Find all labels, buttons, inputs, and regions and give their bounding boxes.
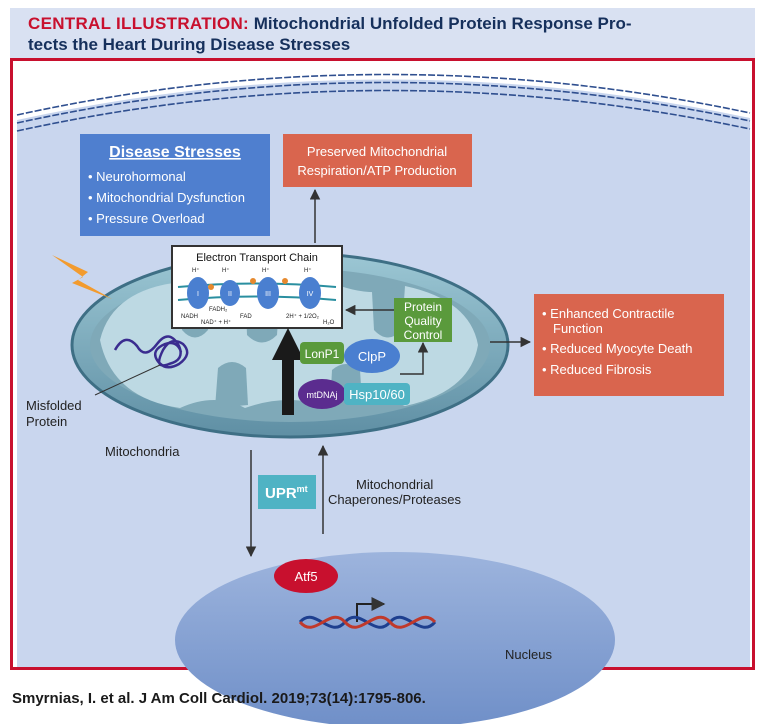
mitochondria-label: Mitochondria	[105, 444, 180, 459]
svg-text:H⁺: H⁺	[222, 267, 230, 274]
dna-helix-icon	[298, 612, 437, 632]
etc-small-labels: H⁺ H⁺ H⁺ H⁺ FADH₂ NADH NAD⁺ + H⁺ FAD 2H⁺…	[181, 267, 335, 326]
svg-text:H⁺: H⁺	[304, 267, 312, 274]
atf5-protein	[274, 559, 338, 593]
outcome-2: • Reduced Myocyte Death	[542, 341, 693, 356]
uprmt-box	[258, 475, 316, 509]
protein-qc-line-3: Control	[404, 328, 443, 342]
nucleus-label: Nucleus	[505, 647, 552, 662]
svg-text:2H⁺ + 1/2O₂: 2H⁺ + 1/2O₂	[286, 313, 320, 320]
etc-complexes	[187, 277, 321, 309]
svg-text:H⁺: H⁺	[262, 267, 270, 274]
chaperones-line-1: Mitochondrial	[356, 477, 433, 492]
cell-membrane	[16, 73, 751, 132]
arrow-to-qc	[400, 341, 429, 375]
outcomes-box	[534, 294, 724, 396]
clpp-label: ClpP	[358, 349, 386, 364]
atf5-label: Atf5	[294, 569, 317, 584]
disease-stresses-heading: Disease Stresses	[109, 144, 241, 161]
svg-text:H₂O: H₂O	[323, 320, 335, 326]
disease-bullet-1: • Neurohormonal	[88, 169, 186, 184]
protein-qc-line-1: Protein	[404, 300, 442, 314]
outcome-3: • Reduced Fibrosis	[542, 362, 652, 377]
upward-thick-arrow	[272, 328, 304, 415]
title-bar: CENTRAL ILLUSTRATION: Mitochondrial Unfo…	[10, 8, 755, 58]
title-text-1: Mitochondrial Unfolded Protein Response …	[253, 14, 632, 33]
lonp1-label: LonP1	[305, 347, 340, 361]
citation: Smyrnias, I. et al. J Am Coll Cardiol. 2…	[12, 690, 426, 707]
uprmt-label: UPRmt	[265, 484, 308, 502]
lightning-bolt-icon	[52, 255, 112, 299]
protein-qc-box	[394, 298, 452, 342]
svg-text:FAD: FAD	[240, 314, 252, 320]
disease-bullet-2: • Mitochondrial Dysfunction	[88, 190, 245, 205]
outcome-1: • Enhanced Contractile	[542, 306, 674, 321]
misfolded-leader-line	[94, 364, 161, 396]
mtdnaj-protein	[298, 379, 346, 409]
disease-stresses-box	[80, 134, 270, 236]
mtdnaj-label: mtDNAj	[307, 390, 338, 400]
misfolded-label-2: Protein	[26, 414, 67, 429]
svg-text:NADH: NADH	[181, 314, 198, 320]
complex-3-label: III	[265, 291, 271, 298]
complex-1-label: I	[197, 291, 199, 298]
protein-qc-line-2: Quality	[404, 314, 441, 328]
respiration-box	[283, 134, 472, 187]
illustration-label: CENTRAL ILLUSTRATION:	[28, 14, 249, 33]
chaperones-line-2: Chaperones/Proteases	[328, 492, 461, 507]
title-text-2: tects the Heart During Disease Stresses	[28, 35, 351, 54]
nucleus	[175, 552, 615, 724]
misfolded-protein	[113, 335, 189, 369]
outcome-1-cont: Function	[553, 321, 603, 336]
etc-title: Electron Transport Chain	[196, 252, 318, 264]
disease-bullet-3: • Pressure Overload	[88, 211, 205, 226]
respiration-line-2: Respiration/ATP Production	[297, 163, 456, 178]
complex-4-label: IV	[307, 291, 314, 298]
respiration-line-1: Preserved Mitochondrial	[307, 144, 447, 159]
complex-2-label: II	[228, 291, 232, 298]
svg-text:NAD⁺ + H⁺: NAD⁺ + H⁺	[201, 319, 231, 326]
misfolded-label-1: Misfolded	[26, 398, 82, 413]
hsp-protein	[344, 383, 410, 405]
title-line-2: tects the Heart During Disease Stresses	[28, 35, 350, 55]
lonp1-protein	[300, 342, 344, 364]
svg-text:FADH₂: FADH₂	[209, 307, 228, 313]
title-line-1: CENTRAL ILLUSTRATION: Mitochondrial Unfo…	[28, 14, 632, 34]
svg-text:H⁺: H⁺	[192, 267, 200, 274]
hsp-label: Hsp10/60	[349, 387, 405, 402]
clpp-protein	[344, 339, 400, 373]
